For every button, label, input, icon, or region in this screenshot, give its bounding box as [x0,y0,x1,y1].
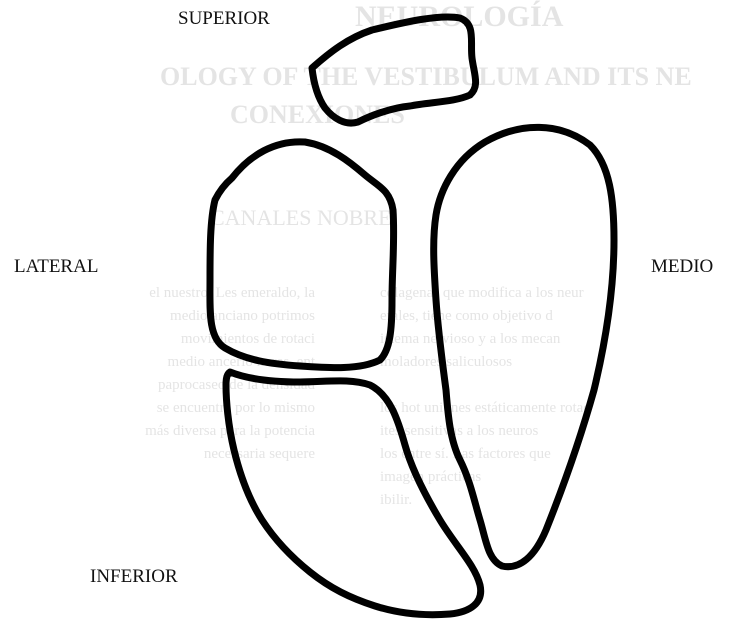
label-inferior: INFERIOR [90,566,178,588]
label-superior: SUPERIOR [178,8,270,30]
inferior-region-outline [226,372,481,615]
label-medio: MEDIO [651,256,713,278]
label-lateral: LATERAL [14,256,98,278]
medio-region-outline [434,127,614,566]
superior-region-outline [312,17,476,123]
lateral-region-outline [210,142,394,368]
